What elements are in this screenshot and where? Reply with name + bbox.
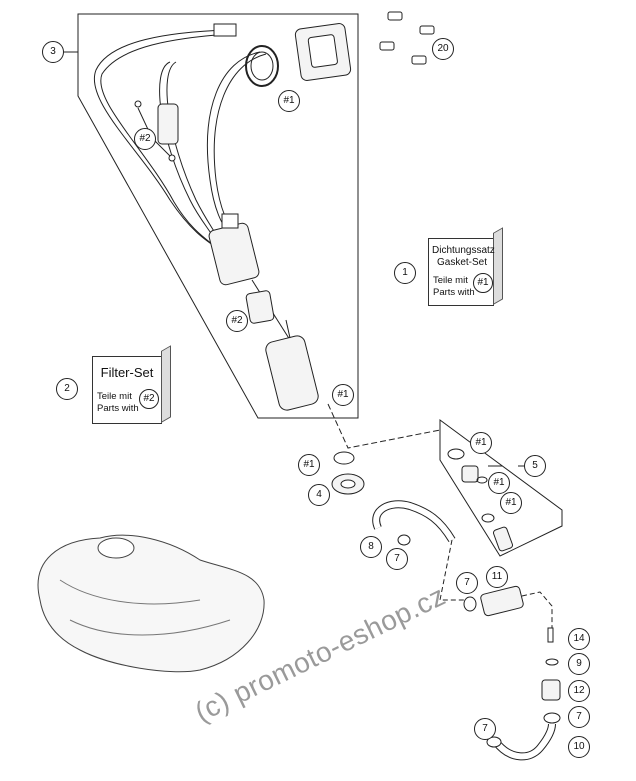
callout-10: 10: [568, 736, 590, 758]
callout-9: 9: [568, 653, 590, 675]
callout-ref-2: #2: [139, 389, 159, 409]
callout-7: 7: [456, 572, 478, 594]
nozzle-fitting: [541, 679, 561, 701]
parts-label-en: Parts with: [433, 287, 475, 298]
callout-ref-1: #1: [332, 384, 354, 406]
parts-label-en: Parts with: [97, 403, 139, 414]
washer: [545, 658, 559, 666]
gasket-set-box: Dichtungssatz Gasket-Set Teile mit Parts…: [428, 227, 503, 306]
inline-fuel-filter: [157, 103, 179, 145]
callout-5: 5: [524, 455, 546, 477]
o-ring-seal: [333, 451, 355, 465]
callout-ref-2: #2: [226, 310, 248, 332]
callout-7: 7: [386, 548, 408, 570]
parts-label-de: Teile mit: [433, 275, 468, 286]
fuel-filter-housing: [265, 335, 319, 411]
callout-ref-1: #1: [488, 472, 510, 494]
quick-coupling: [480, 585, 524, 617]
filter-set-box: Filter-Set Teile mit Parts with #2: [92, 345, 171, 424]
callout-14: 14: [568, 628, 590, 650]
gasket-label-en: Gasket-Set: [436, 257, 488, 268]
callout-7: 7: [568, 706, 590, 728]
screw: [547, 627, 554, 643]
fuel-pump-group-frame: [77, 13, 359, 419]
callout-ref-1: #1: [470, 432, 492, 454]
callout-ref-1: #1: [473, 273, 493, 293]
box-side: [161, 345, 171, 423]
callout-4: 4: [308, 484, 330, 506]
parts-label-de: Teile mit: [97, 391, 132, 402]
box-side: [493, 227, 503, 305]
callout-ref-2: #2: [134, 128, 156, 150]
wire-harness: [93, 29, 229, 251]
callout-1: 1: [394, 262, 416, 284]
callout-12: 12: [568, 680, 590, 702]
callout-8: 8: [360, 536, 382, 558]
gasket-label-de: Dichtungssatz: [432, 245, 495, 256]
assembly-guide-line: [327, 403, 441, 449]
filter-set-title: Filter-Set: [100, 365, 154, 380]
callout-20: 20: [432, 38, 454, 60]
callout-ref-1: #1: [500, 492, 522, 514]
callout-3: 3: [42, 41, 64, 63]
hose-clamp: [463, 596, 477, 612]
bolt-set: [379, 11, 435, 65]
callout-2: 2: [56, 378, 78, 400]
fuel-return-hose: [159, 61, 216, 241]
callout-ref-1: #1: [278, 90, 300, 112]
wire-connector: [213, 23, 237, 37]
callout-7: 7: [474, 718, 496, 740]
callout-ref-1: #1: [298, 454, 320, 476]
pump-sleeve: [245, 290, 275, 324]
callout-11: 11: [486, 566, 508, 588]
fuel-pump-body: [208, 222, 260, 286]
pump-flange-o-ring: [245, 45, 279, 87]
